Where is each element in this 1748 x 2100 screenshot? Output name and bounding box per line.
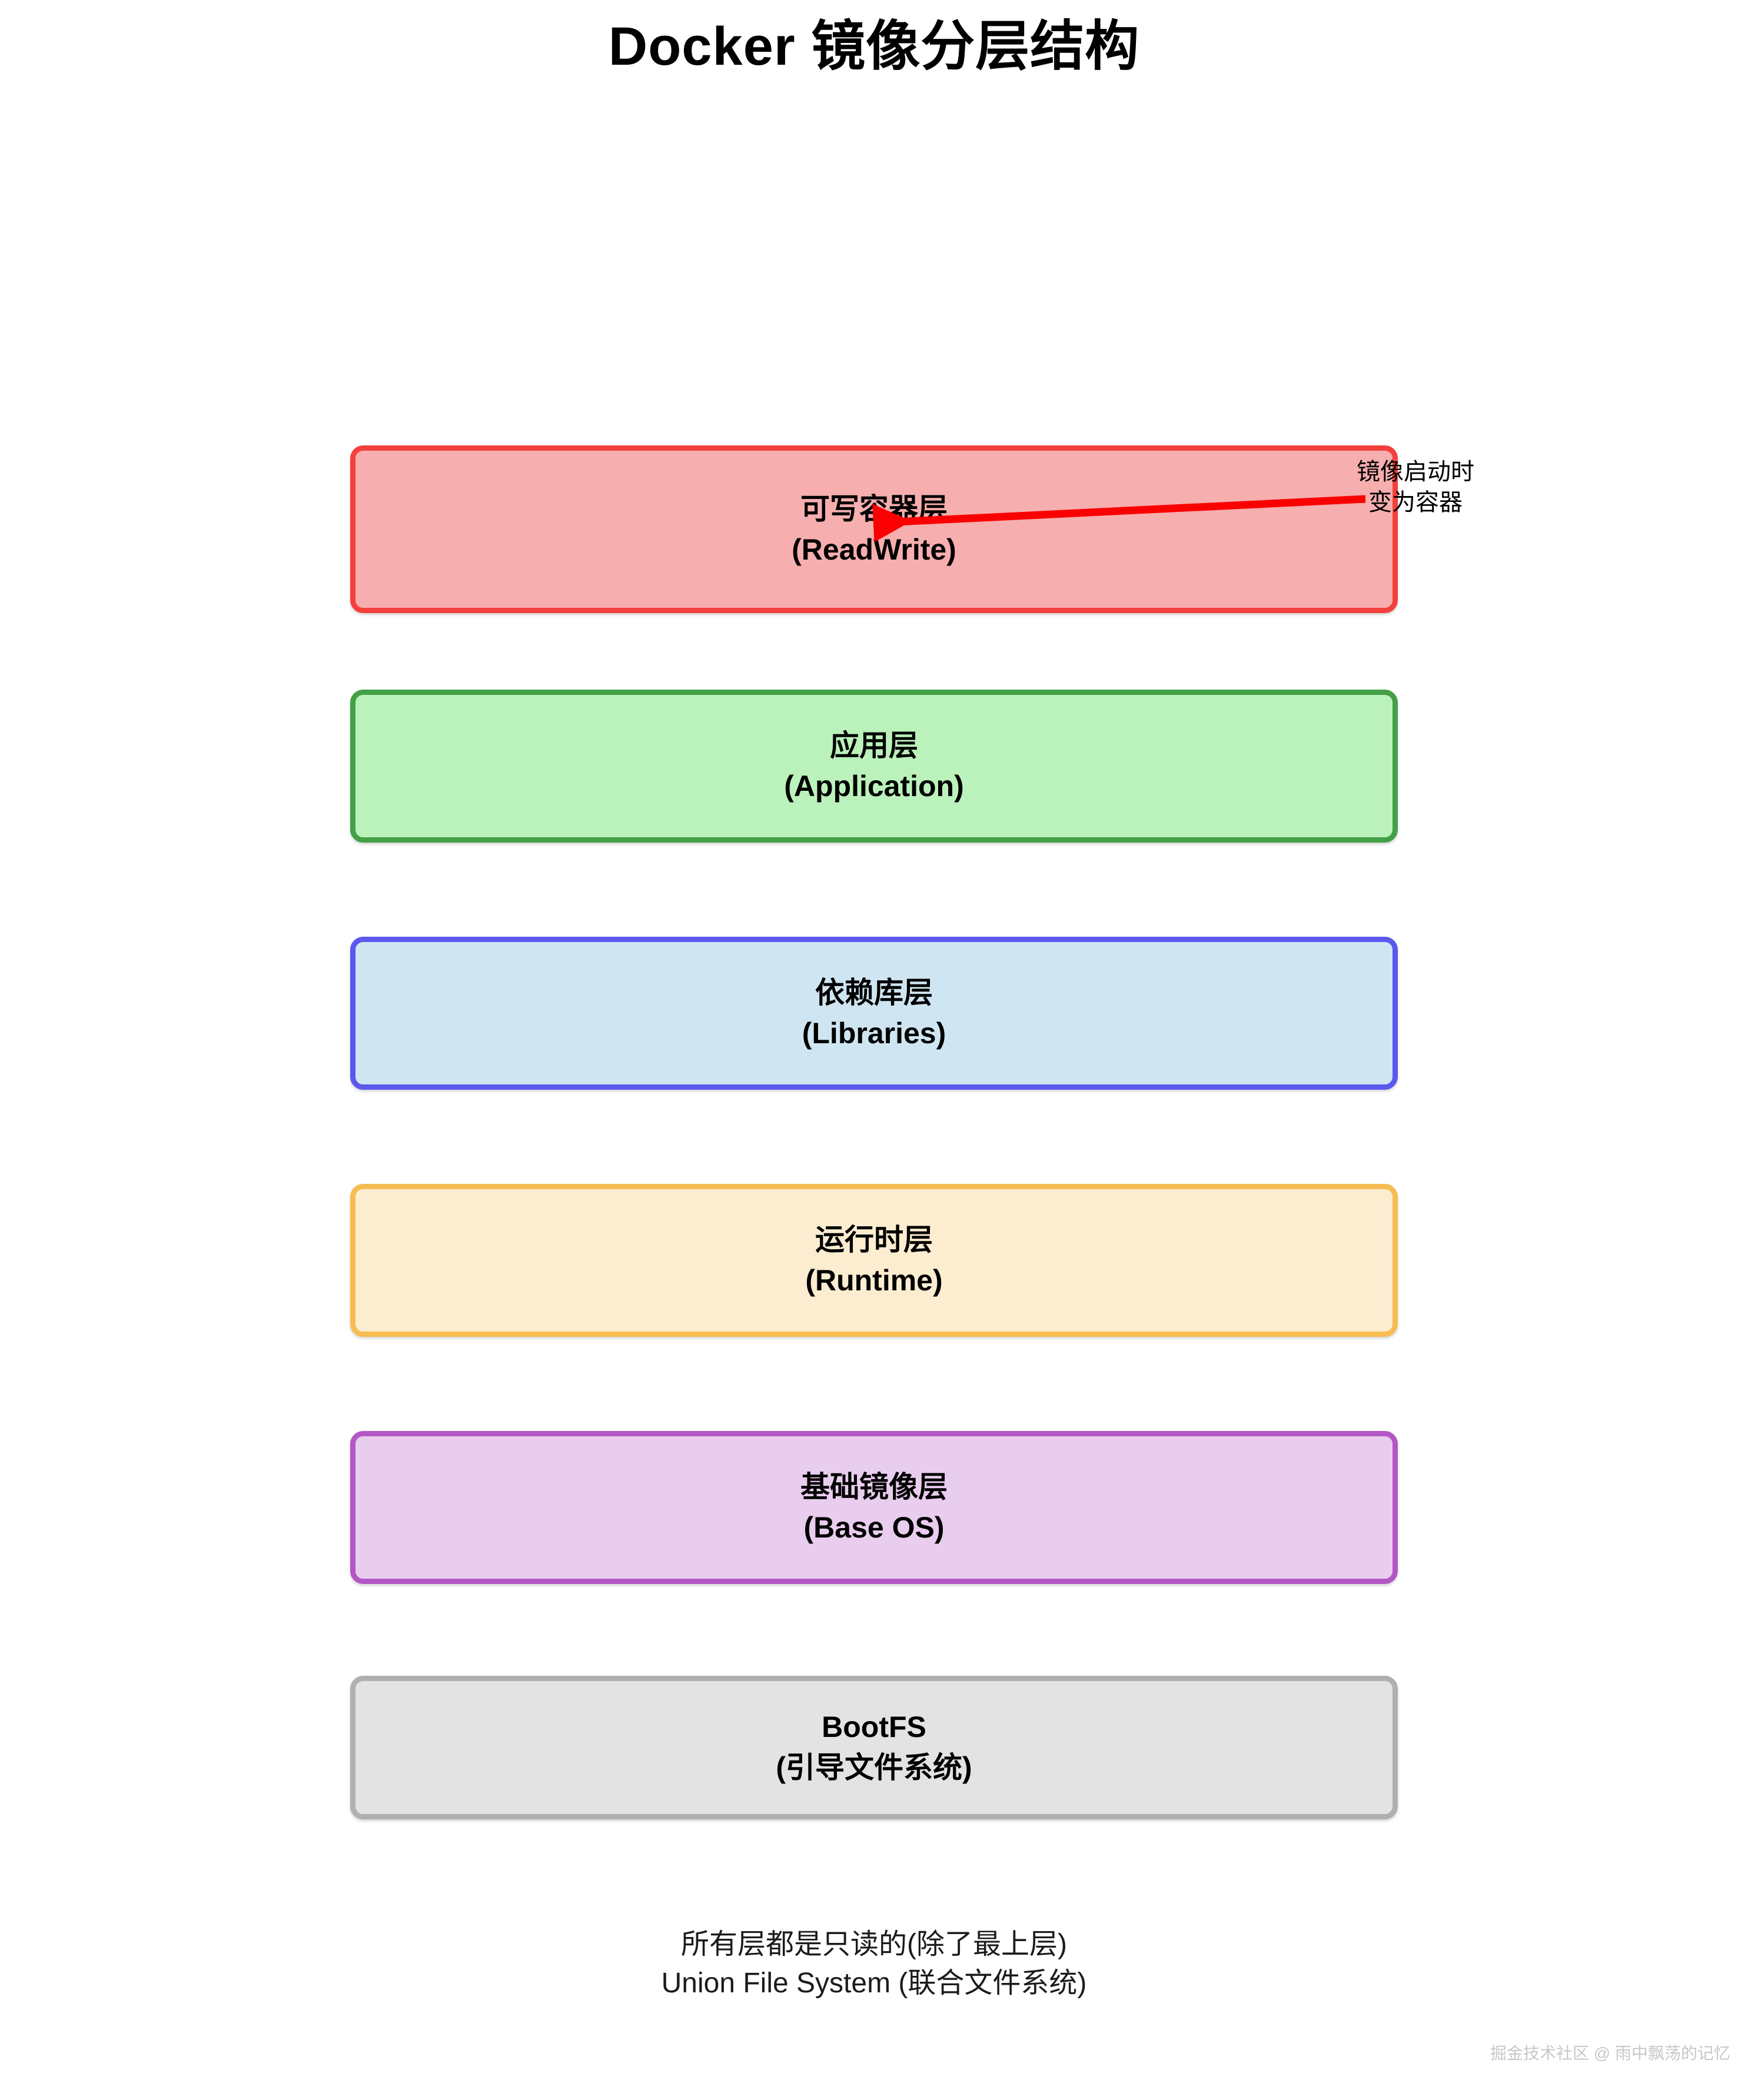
annotation-line-1: 镜像启动时 — [1357, 459, 1474, 485]
page-title: Docker 镜像分层结构 — [608, 16, 1140, 76]
layer-box-runtime[interactable]: 运行时层 (Runtime) — [350, 1184, 1398, 1337]
layer-label-en: (Runtime) — [805, 1264, 943, 1297]
layer-label-zh: 依赖库层 — [815, 976, 933, 1009]
layer-label-zh: BootFS — [822, 1710, 926, 1743]
watermark-text: 掘金技术社区 @ 雨中飘荡的记忆 — [1490, 2044, 1730, 2062]
layer-box-application[interactable]: 应用层 (Application) — [350, 690, 1398, 843]
footer-line-2: Union File System (联合文件系统) — [661, 1968, 1087, 1999]
layer-label-en: (ReadWrite) — [792, 533, 956, 566]
footer-line-1: 所有层都是只读的(除了最上层) — [681, 1929, 1067, 1960]
layer-label-en: (Application) — [784, 770, 964, 803]
annotation-line-2: 变为容器 — [1368, 490, 1463, 515]
layer-box-bootfs[interactable]: BootFS (引导文件系统) — [350, 1676, 1398, 1819]
layer-label-zh: 基础镜像层 — [800, 1470, 948, 1503]
layer-label-en: (Base OS) — [803, 1511, 945, 1544]
footer-note: 所有层都是只读的(除了最上层) Union File System (联合文件系… — [0, 1925, 1748, 2003]
layer-label-zh: 可写容器层 — [800, 492, 948, 525]
layer-label-zh: 运行时层 — [815, 1223, 933, 1256]
layer-label-en: (Libraries) — [802, 1017, 946, 1050]
layer-label-zh: 应用层 — [830, 729, 918, 762]
layer-label-en: (引导文件系统) — [776, 1751, 972, 1784]
layer-box-libraries[interactable]: 依赖库层 (Libraries) — [350, 937, 1398, 1090]
annotation-text: 镜像启动时 变为容器 — [1318, 457, 1513, 518]
layer-box-readwrite[interactable]: 可写容器层 (ReadWrite) — [350, 445, 1398, 613]
layer-box-baseos[interactable]: 基础镜像层 (Base OS) — [350, 1431, 1398, 1584]
